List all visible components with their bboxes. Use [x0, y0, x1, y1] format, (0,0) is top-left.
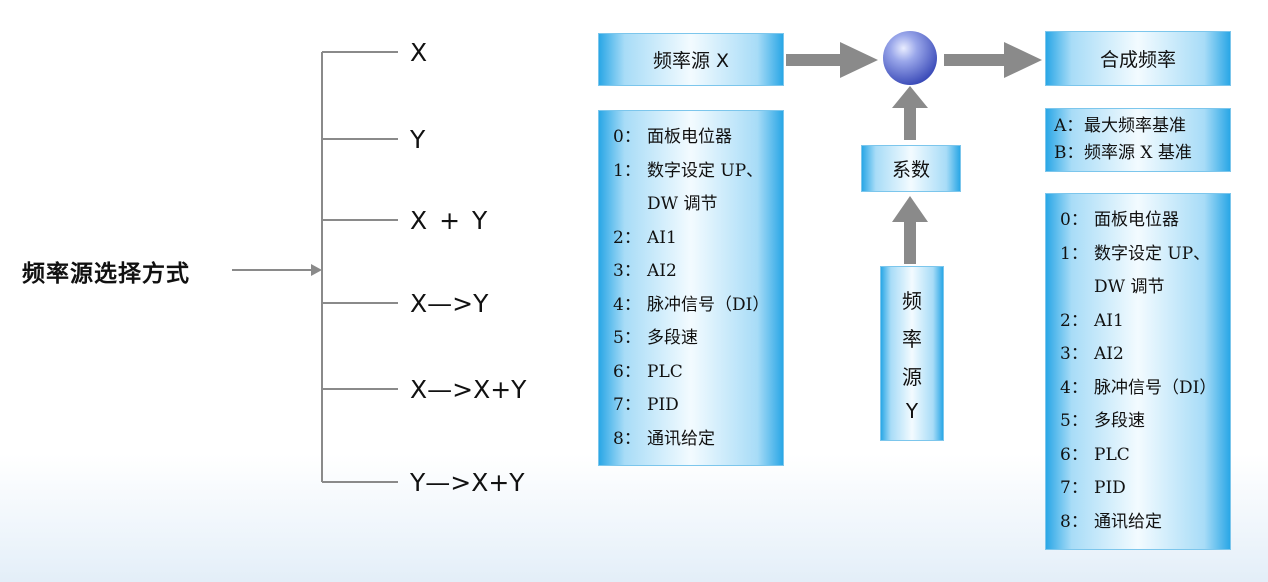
list-item-number: 1： — [613, 160, 641, 181]
list-item-number: 5： — [1060, 411, 1088, 431]
list-item-number: 4： — [1060, 377, 1088, 398]
list-item: 2： AI1 — [613, 222, 769, 256]
list-item-number: 3： — [613, 261, 641, 281]
list-item: 0： 面板电位器 — [1060, 204, 1216, 238]
combined-source-list: 0： 面板电位器 1： 数字设定 UP、 DW 调节 2： AI1 3： AI2 4： 脉冲信号（D… — [1060, 204, 1216, 539]
arrow-sum-to-combined — [944, 42, 1042, 78]
combined-list-box: 0： 面板电位器 1： 数字设定 UP、 DW 调节 2： AI1 3： AI2 4： 脉冲信号（D… — [1045, 193, 1231, 550]
list-item-number: 6： — [1060, 444, 1088, 465]
list-item-number — [613, 188, 647, 222]
list-item-text: 多段速 — [1094, 411, 1145, 431]
source-y-char-3: 源 — [902, 365, 922, 389]
list-item-text: 面板电位器 — [647, 127, 732, 147]
list-item: 5： 多段速 — [1060, 405, 1216, 439]
selector-arrowhead — [311, 264, 322, 276]
arrow-x-to-sum — [786, 42, 878, 78]
combined-title-box: 合成频率 — [1045, 31, 1231, 86]
list-item-text: AI1 — [647, 227, 677, 248]
list-item-text: 面板电位器 — [1094, 210, 1179, 230]
list-item: 7： PID — [613, 389, 769, 423]
list-item-text: PLC — [1094, 444, 1130, 465]
list-item-number: 3： — [1060, 344, 1088, 364]
source-y-char-4: Y — [905, 399, 919, 423]
list-item-text: AI2 — [1094, 344, 1124, 364]
list-item-number: 8： — [613, 428, 641, 449]
coefficient-label: 系数 — [891, 159, 930, 181]
list-item-text: 脉冲信号（DI） — [1094, 377, 1217, 398]
arrow-y-to-coefficient — [892, 196, 928, 264]
list-item: 6： PLC — [1060, 439, 1216, 473]
list-item-number: 5： — [613, 328, 641, 348]
combined-title: 合成频率 — [1099, 49, 1176, 71]
sum-node-sphere — [883, 31, 937, 85]
list-item-number: 6： — [613, 361, 641, 382]
list-item-number — [1060, 271, 1094, 305]
list-item-number: 1： — [1060, 243, 1088, 264]
list-item-number: B： — [1054, 143, 1084, 163]
source-x-list-box: 0： 面板电位器 1： 数字设定 UP、 DW 调节 2： AI1 3： AI2 4： 脉冲信号（D… — [598, 110, 784, 466]
list-item-text: PID — [1094, 478, 1126, 498]
selection-tree-lines — [232, 51, 398, 483]
list-item-text: PLC — [647, 361, 683, 382]
list-item-number: 8： — [1060, 511, 1088, 532]
list-item: 1： 数字设定 UP、 — [613, 155, 769, 189]
list-item: A：最大频率基准 — [1054, 113, 1192, 140]
list-item-number: 2： — [613, 227, 641, 248]
list-item: 1： 数字设定 UP、 — [1060, 238, 1216, 272]
list-item-number: 4： — [613, 294, 641, 315]
list-item-text: 数字设定 UP、 — [647, 160, 764, 181]
list-item-text: 最大频率基准 — [1084, 116, 1186, 136]
list-item: 5： 多段速 — [613, 322, 769, 356]
list-item: 3： AI2 — [613, 255, 769, 289]
source-x-box: 频率源 X — [598, 33, 784, 86]
source-x-list: 0： 面板电位器 1： 数字设定 UP、 DW 调节 2： AI1 3： AI2 4： 脉冲信号（D… — [613, 121, 769, 456]
list-item: 2： AI1 — [1060, 305, 1216, 339]
coefficient-box: 系数 — [861, 145, 961, 192]
option-x: X — [410, 38, 428, 67]
option-y: Y — [410, 125, 426, 154]
list-item: 6： PLC — [613, 356, 769, 390]
list-item-text: 数字设定 UP、 — [1094, 243, 1211, 264]
list-item: 7： PID — [1060, 472, 1216, 506]
source-y-box: 频 率 源 Y — [880, 266, 944, 441]
list-item-text: 频率源 X 基准 — [1084, 143, 1192, 163]
list-item: DW 调节 — [613, 188, 769, 222]
list-item: DW 调节 — [1060, 271, 1216, 305]
list-item-text: 脉冲信号（DI） — [647, 294, 770, 315]
list-item-text: DW 调节 — [647, 194, 718, 214]
source-x-title: 频率源 X — [652, 50, 730, 72]
list-item: B：频率源 X 基准 — [1054, 140, 1192, 167]
list-item-number: 2： — [1060, 310, 1088, 331]
list-item-number: 7： — [613, 395, 641, 415]
list-item: 8： 通讯给定 — [613, 423, 769, 457]
list-item-text: AI1 — [1094, 310, 1124, 331]
list-item-text: 通讯给定 — [647, 428, 715, 449]
list-item: 4： 脉冲信号（DI） — [613, 289, 769, 323]
list-item-text: DW 调节 — [1094, 277, 1165, 297]
source-y-char-1: 频 — [902, 289, 922, 313]
arrow-coefficient-to-sum — [892, 86, 928, 140]
option-y-to-x-plus-y: Y—>X+Y — [410, 468, 525, 497]
selection-method-label: 频率源选择方式 — [22, 261, 190, 287]
list-item: 0： 面板电位器 — [613, 121, 769, 155]
source-y-char-2: 率 — [902, 327, 922, 351]
list-item-text: 多段速 — [647, 328, 698, 348]
option-x-to-y: X—>Y — [410, 289, 489, 318]
list-item: 3： AI2 — [1060, 338, 1216, 372]
list-item-number: 7： — [1060, 478, 1088, 498]
list-item-text: AI2 — [647, 261, 677, 281]
list-item: 4： 脉冲信号（DI） — [1060, 372, 1216, 406]
list-item-number: 0： — [613, 127, 641, 147]
list-item-text: PID — [647, 395, 679, 415]
option-x-to-x-plus-y: X—>X+Y — [410, 375, 527, 404]
list-item-number: 0： — [1060, 210, 1088, 230]
list-item-number: A： — [1054, 116, 1084, 136]
option-x-plus-y: X + Y — [410, 206, 488, 235]
list-item-text: 通讯给定 — [1094, 511, 1162, 532]
list-item: 8： 通讯给定 — [1060, 506, 1216, 540]
